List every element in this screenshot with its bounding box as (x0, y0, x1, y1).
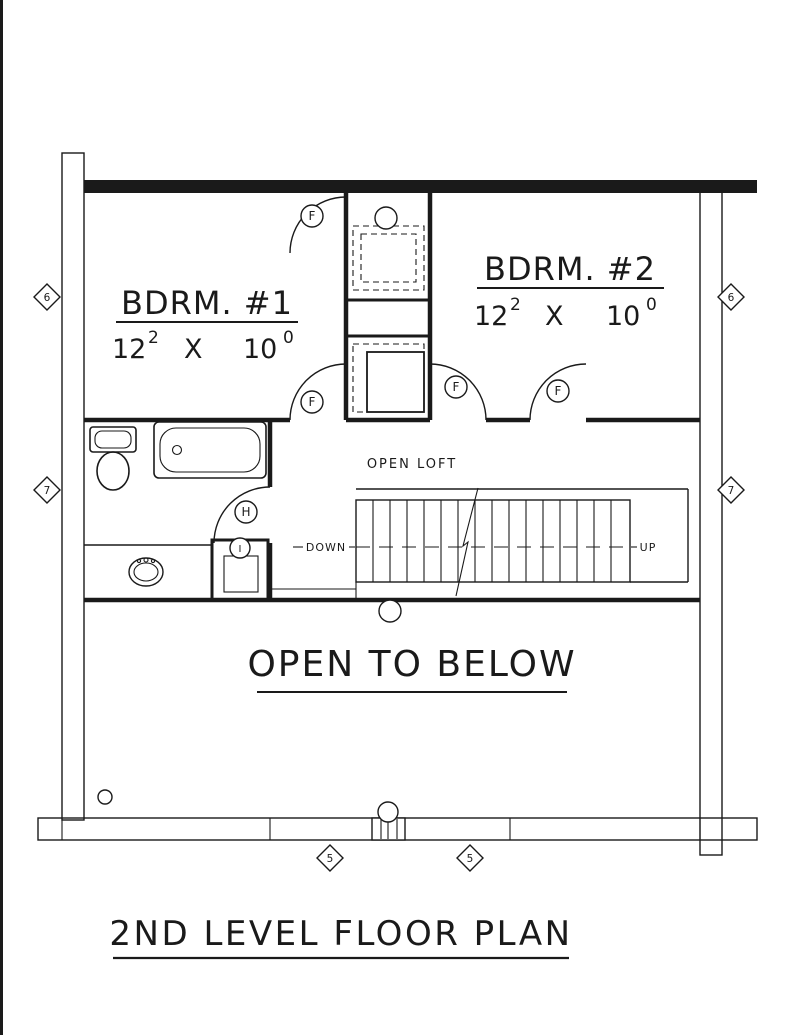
grid-marker-5-right: 5 (467, 853, 474, 865)
bedroom1-label: BDRM. #1 (121, 284, 293, 322)
bedroom1-dim-x: X (184, 334, 203, 365)
column-bubble (378, 599, 402, 623)
bedroom1-dim-w-sup: 2 (148, 328, 159, 348)
doors (213, 196, 587, 544)
toilet (89, 426, 137, 491)
left-log-wall (61, 152, 85, 821)
marker-h: H (241, 505, 250, 519)
column-bubble (377, 801, 399, 823)
bedroom1-dim-w: 12 (112, 334, 146, 365)
stair-down-label: DOWN (306, 541, 346, 554)
closet2-shelf (352, 343, 425, 413)
faucet (143, 557, 149, 563)
sheet-title: 2ND LEVEL FLOOR PLAN (109, 914, 572, 954)
closets (346, 225, 430, 413)
closet1-shelf (352, 225, 425, 291)
bedroom1-dim-h-sup: 0 (283, 328, 294, 348)
grid-marker-6-left: 6 (44, 292, 51, 304)
door-bubble (444, 375, 468, 399)
stair-up-label: UP (640, 541, 657, 554)
tub-drain (171, 444, 183, 456)
bathtub (153, 421, 267, 479)
door-bubble (300, 204, 324, 228)
bedroom2-dim-w-sup: 2 (510, 295, 521, 315)
grid-diamond (316, 844, 344, 872)
stairs: DOWN UP (293, 487, 689, 597)
bedroom2-dim-h-sup: 0 (646, 295, 657, 315)
bathroom-fixtures (84, 421, 270, 602)
closet2-door-swing (429, 363, 487, 421)
bedroom2-label: BDRM. #2 (484, 250, 656, 288)
column-bubble (97, 789, 113, 805)
open-loft-label: OPEN LOFT (367, 457, 457, 472)
markers: F F F F H I 6 7 6 7 5 5 (33, 204, 745, 872)
exterior-walls (37, 152, 758, 856)
grid-diamond (33, 283, 61, 311)
bathroom-door-swing (213, 486, 271, 544)
title-block: 2ND LEVEL FLOOR PLAN (109, 914, 572, 960)
door-marker-f4: F (555, 384, 562, 398)
door-marker-f3: F (453, 380, 460, 394)
marker-bubble-i (229, 537, 251, 559)
grid-diamond (717, 283, 745, 311)
bedroom2-dim-x: X (545, 301, 564, 332)
open-to-below-label: OPEN TO BELOW (247, 644, 576, 685)
grid-diamond (717, 476, 745, 504)
grid-marker-6-right: 6 (728, 292, 735, 304)
bedroom2-dim-w: 12 (474, 301, 508, 332)
labels: BDRM. #1 12 2 X 10 0 BDRM. #2 12 2 X 10 … (112, 250, 664, 693)
column-bubble (374, 206, 398, 230)
marker-i: I (239, 544, 242, 555)
vanity (84, 544, 213, 600)
door-bubble (546, 379, 570, 403)
grid-diamond (456, 844, 484, 872)
stair-run (355, 499, 631, 583)
bedroom1-dim-h: 10 (243, 334, 277, 365)
right-log-wall (699, 191, 723, 856)
grid-marker-5-left: 5 (327, 853, 334, 865)
stair-break-line (455, 487, 479, 597)
marker-bubble-h (234, 500, 258, 524)
door-bubble (300, 390, 324, 414)
grid-diamond (33, 476, 61, 504)
scan-edge (0, 0, 3, 1035)
bedroom2-door-swing (529, 363, 587, 421)
grid-marker-7-right: 7 (728, 485, 735, 497)
door-marker-f1: F (309, 209, 316, 223)
bedroom2-dim-h: 10 (606, 301, 640, 332)
grid-marker-7-left: 7 (44, 485, 51, 497)
bedroom1-door-swing (289, 363, 347, 421)
top-wall (84, 180, 757, 193)
door-marker-f2: F (309, 395, 316, 409)
